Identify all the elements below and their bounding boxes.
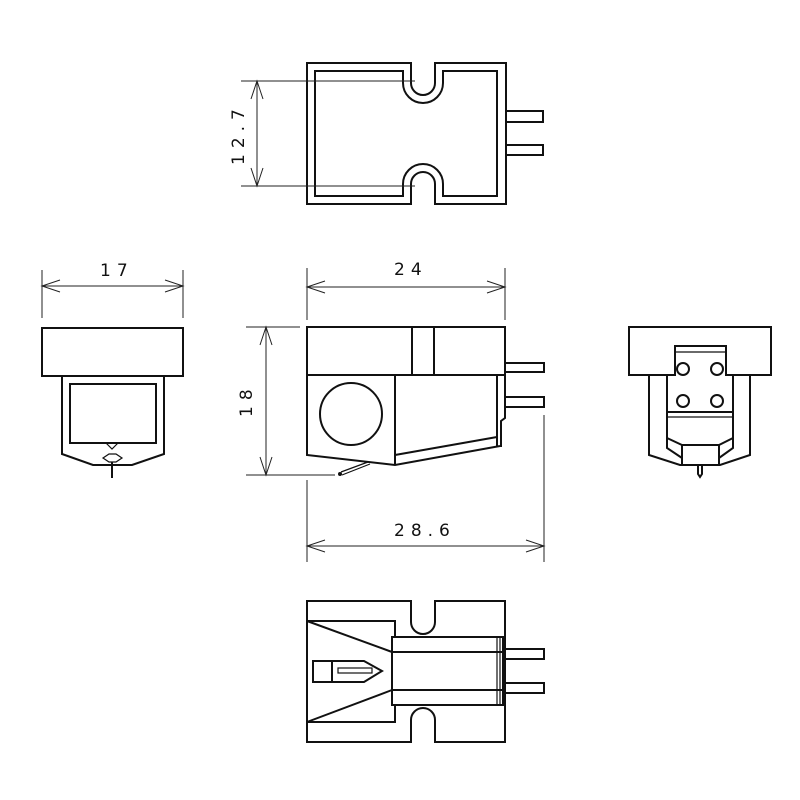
pin bbox=[505, 110, 544, 123]
bottom-view bbox=[306, 600, 545, 743]
dimension-28-6: 28.6 bbox=[305, 415, 546, 562]
dimension-label: 12.7 bbox=[229, 103, 249, 165]
dimension-label: 17 bbox=[100, 261, 134, 281]
pin bbox=[504, 396, 545, 408]
dimension-label: 28.6 bbox=[394, 521, 456, 541]
pin bbox=[504, 362, 545, 373]
top-view: 12.7 bbox=[229, 62, 544, 205]
dimension-18: 18 bbox=[237, 325, 335, 477]
back-view bbox=[628, 326, 772, 479]
side-view: 24 18 28.6 bbox=[237, 260, 546, 562]
dimension-label: 18 bbox=[237, 383, 257, 417]
dimension-12-7: 12.7 bbox=[229, 79, 415, 188]
pin bbox=[504, 682, 545, 694]
front-view: 17 bbox=[40, 261, 185, 478]
dimension-17: 17 bbox=[40, 261, 185, 318]
pin bbox=[504, 648, 545, 660]
pin bbox=[505, 144, 544, 156]
dimension-label: 24 bbox=[394, 260, 428, 280]
dimension-24: 24 bbox=[305, 260, 507, 320]
